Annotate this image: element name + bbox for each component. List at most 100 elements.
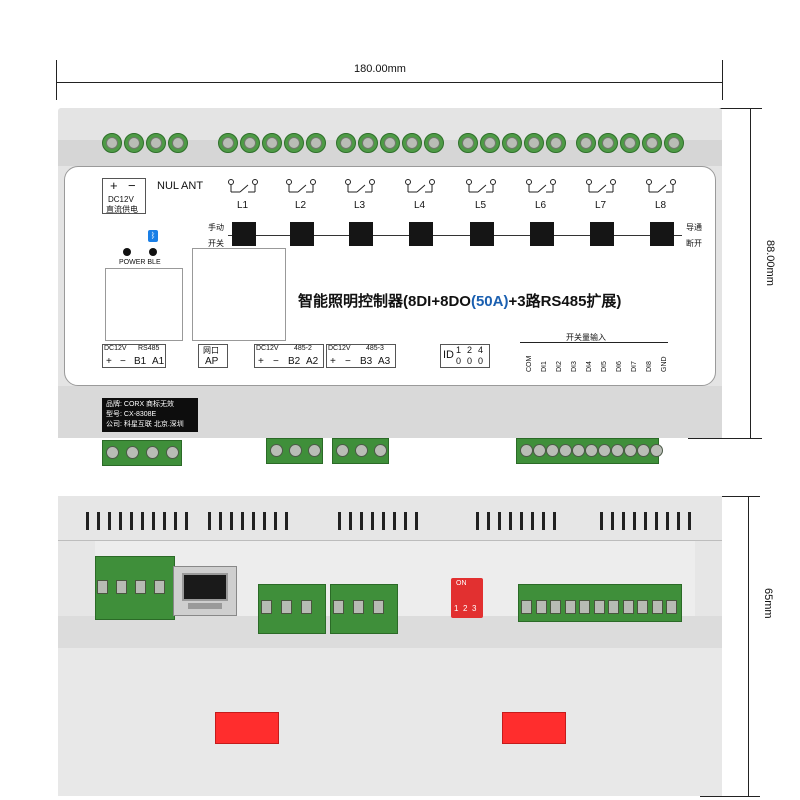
port1-plus: + (106, 356, 112, 367)
input-label: COM (526, 355, 533, 372)
port-block-485-2 (254, 344, 324, 368)
plug-terminal-screw (650, 444, 663, 457)
top-terminal-screw (306, 133, 326, 153)
dc12v-label: DC12V (108, 195, 134, 204)
vent-slot (285, 512, 288, 530)
id-label: ID (443, 349, 454, 361)
top-terminal-screw (424, 133, 444, 153)
dim-left-tick (56, 60, 57, 100)
dim-depth-top-tick (700, 496, 760, 497)
side-plug-screw (97, 580, 108, 594)
port-block-net (198, 344, 228, 368)
side-plug-screw (154, 580, 165, 594)
title-mid: (50A) (470, 293, 509, 310)
port3-minus: − (345, 356, 351, 367)
power-ble-label: POWER BLE (119, 259, 161, 266)
relay-channel-label: L4 (414, 200, 426, 211)
badge-company: 公司: 科星互联 北京.深圳 (106, 421, 184, 428)
title-post: +3路RS485扩展) (508, 293, 622, 310)
top-terminal-screw (502, 133, 522, 153)
dc-supply-label: 直流供电 (106, 205, 138, 214)
top-terminal-screw (380, 133, 400, 153)
plug-terminal-screw (637, 444, 650, 457)
top-terminal-screw (546, 133, 566, 153)
input-label: DI4 (586, 361, 593, 372)
relay-switch-icon (403, 176, 437, 196)
top-terminal-screw (358, 133, 378, 153)
dim-depth-bottom-tick (700, 796, 760, 797)
vent-slot (163, 512, 166, 530)
vent-slot (349, 512, 352, 530)
red-indicator-right (502, 712, 566, 744)
relay-channel-label: L1 (237, 200, 249, 211)
vent-slot (644, 512, 647, 530)
vent-slot (185, 512, 188, 530)
vent-slot (119, 512, 122, 530)
side-plug-screw (622, 600, 634, 614)
input-label: DI5 (601, 361, 608, 372)
plug-terminal-screw (585, 444, 598, 457)
side-plug-screw (281, 600, 292, 614)
vent-slot (498, 512, 501, 530)
vent-slot (531, 512, 534, 530)
port3-plus: + (330, 356, 336, 367)
relay-channel-label: L7 (595, 200, 607, 211)
port-block-485-3 (326, 344, 396, 368)
dim-height-bottom-tick (688, 438, 762, 439)
plug-terminal-screw (126, 446, 139, 459)
top-terminal-screw (102, 133, 122, 153)
vent-slot (487, 512, 490, 530)
dim-width-label: 180.00mm (354, 63, 406, 75)
conduct-label: 导通 (686, 223, 702, 232)
dip-number: 3 (472, 604, 477, 613)
relay-channel-label: L6 (535, 200, 547, 211)
port-485-3-label: 485-3 (366, 345, 384, 352)
port2-plus: + (258, 356, 264, 367)
badge-model: 型号: CX-8308E (106, 411, 157, 418)
dip-number: 2 (463, 604, 468, 613)
vent-slot (338, 512, 341, 530)
top-terminal-screw (168, 133, 188, 153)
port-a2-label: A2 (306, 356, 319, 367)
side-plug-screw (261, 600, 272, 614)
vent-slot (520, 512, 523, 530)
dim-height-line (750, 108, 751, 438)
relay-channel-label: L3 (354, 200, 366, 211)
input-label: DI7 (631, 361, 638, 372)
relay-switch-icon (464, 176, 498, 196)
top-terminal-screw (262, 133, 282, 153)
vent-slot (274, 512, 277, 530)
id-bit-value: 0 (467, 356, 473, 366)
vent-slot (622, 512, 625, 530)
top-terminal-screw (642, 133, 662, 153)
relay-indicator (409, 222, 433, 246)
top-terminal-screw (124, 133, 144, 153)
plug-terminal-screw (308, 444, 321, 457)
side-plug-screw (301, 600, 312, 614)
side-plug-screw (521, 600, 532, 614)
label-area-left (105, 268, 183, 341)
relay-indicator (530, 222, 554, 246)
input-label: GND (661, 356, 668, 372)
id-bit-label: 4 (478, 345, 484, 355)
vent-slot (611, 512, 614, 530)
plug-terminal-screw (374, 444, 387, 457)
plug-terminal-screw (546, 444, 559, 457)
relay-switch-icon (284, 176, 318, 196)
side-plug-485-3 (330, 584, 398, 634)
port2-minus: − (273, 356, 279, 367)
input-label: DI1 (541, 361, 548, 372)
port-485-2-label: 485-2 (294, 345, 312, 352)
vent-slot (230, 512, 233, 530)
port-a1-label: A1 (152, 356, 165, 367)
top-terminal-screw (240, 133, 260, 153)
plug-terminal-screw (146, 446, 159, 459)
relay-channel-label: L8 (655, 200, 667, 211)
vent-slot (152, 512, 155, 530)
side-plug-screw (550, 600, 561, 614)
port3-dc12v-label: DC12V (328, 345, 351, 352)
port-net-label: 网口 (203, 346, 219, 355)
side-plug-screw (535, 600, 547, 614)
input-label: DI2 (556, 361, 563, 372)
top-terminal-screw (480, 133, 500, 153)
